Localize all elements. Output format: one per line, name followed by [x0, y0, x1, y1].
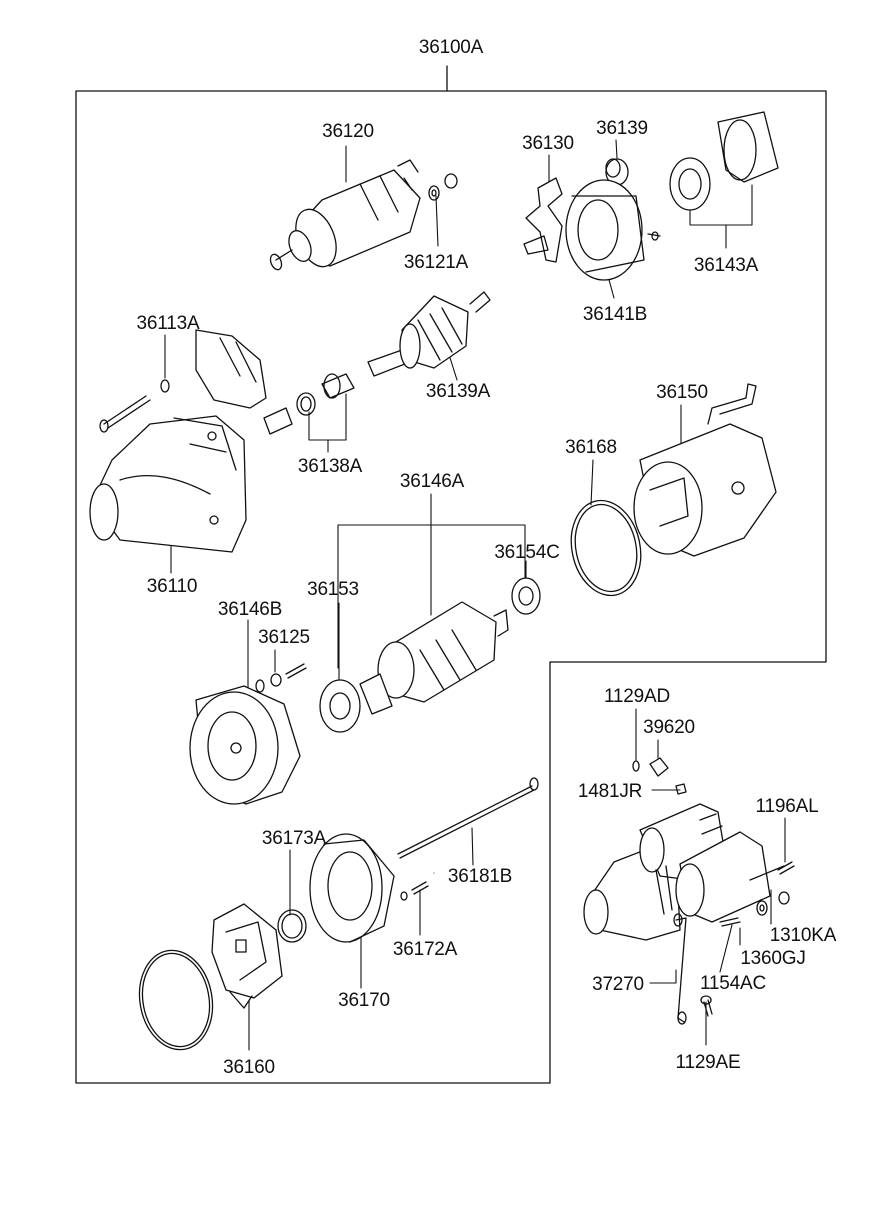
- part-label-1154AC: 1154AC: [699, 973, 767, 994]
- part-label-36141B: 36141B: [582, 304, 648, 325]
- part-label-36125: 36125: [258, 627, 310, 648]
- part-label-36138A: 36138A: [297, 456, 363, 477]
- screw-36172A: [401, 882, 428, 900]
- nut-1310KA: [779, 892, 789, 904]
- part-label-36150: 36150: [656, 382, 708, 403]
- part-label-1196AL: 1196AL: [755, 796, 819, 817]
- part-label-1360GJ: 1360GJ: [740, 948, 806, 969]
- part-label-36173A: 36173A: [261, 828, 327, 849]
- assembly-boundary: [75, 90, 827, 1084]
- bolt-36113A: [100, 380, 169, 432]
- bracket-39620: [650, 758, 668, 776]
- bearing-36154C: [512, 578, 540, 614]
- part-label-36139A: 36139A: [425, 381, 491, 402]
- part-label-36153: 36153: [307, 579, 359, 600]
- part-label-36143A: 36143A: [693, 255, 759, 276]
- stud-1154AC: [720, 918, 740, 926]
- plate-36130: [524, 178, 562, 262]
- part-label-36168: 36168: [565, 437, 617, 458]
- pinion-36139A: [368, 292, 490, 376]
- end-frame-36141B: [566, 180, 660, 280]
- assembly-label: 36100A: [418, 37, 484, 58]
- housing-36110: [90, 330, 266, 552]
- solenoid-36120: [268, 160, 420, 273]
- collar-36138A: [264, 374, 354, 434]
- through-bolt-36181B: [398, 778, 538, 858]
- armature-36146A: [360, 602, 508, 714]
- part-label-36146A: 36146A: [399, 471, 465, 492]
- part-label-36113A: 36113A: [136, 313, 200, 334]
- washer-36121A: [429, 174, 457, 200]
- part-label-36160: 36160: [223, 1057, 275, 1078]
- part-label-36139: 36139: [596, 118, 648, 139]
- part-label-36154C: 36154C: [494, 542, 560, 563]
- part-label-36121A: 36121A: [403, 252, 469, 273]
- part-label-36110: 36110: [146, 576, 198, 597]
- part-label-36120: 36120: [322, 121, 374, 142]
- o-ring-36173A: [278, 910, 306, 942]
- bearing-36143A: [670, 112, 778, 210]
- bearing-36153: [320, 680, 360, 732]
- cable-37270: [674, 914, 686, 1024]
- part-label-36181B: 36181B: [447, 866, 513, 887]
- part-label-1129AD: 1129AD: [603, 686, 671, 707]
- bolt-1129AE: [701, 996, 712, 1016]
- washer-36125: [256, 664, 306, 692]
- rear-cover-36170: [310, 834, 394, 942]
- clip-1481JR: [676, 784, 686, 794]
- o-ring-36168: [563, 494, 649, 602]
- part-label-36170: 36170: [338, 990, 390, 1011]
- clip-1129AD: [633, 761, 639, 771]
- part-label-36172A: 36172A: [392, 939, 458, 960]
- part-label-36146B: 36146B: [217, 599, 283, 620]
- part-label-39620: 39620: [643, 717, 695, 738]
- part-label-1310KA: 1310KA: [769, 925, 837, 946]
- part-label-1481JR: 1481JR: [577, 781, 643, 802]
- brush-holder-36160: [132, 904, 282, 1055]
- cover-36146B: [190, 686, 300, 804]
- starter-assembly: [584, 804, 784, 940]
- part-label-36130: 36130: [522, 133, 574, 154]
- leader-lines: [164, 139, 786, 1051]
- yoke-36150: [634, 384, 776, 556]
- bolt-1196AL: [778, 862, 794, 874]
- washer-1360GJ: [757, 901, 767, 915]
- part-label-1129AE: 1129AE: [675, 1052, 741, 1073]
- part-label-37270: 37270: [592, 974, 644, 995]
